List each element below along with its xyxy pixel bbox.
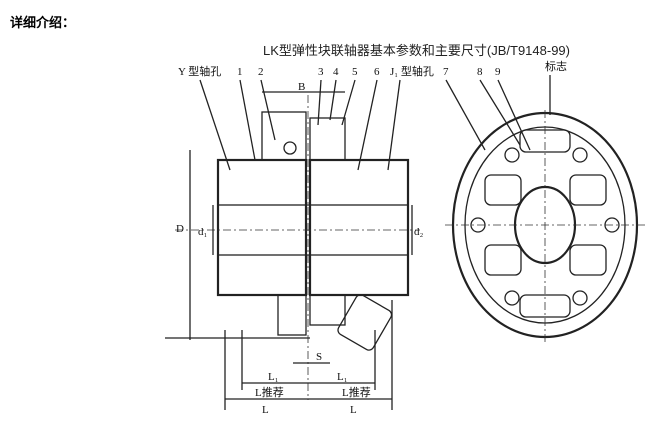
part-7: 7 [443, 66, 449, 78]
section-heading: 详细介绍： [10, 15, 76, 30]
dim-L-left: L [262, 404, 269, 416]
part-3: 3 [318, 66, 324, 78]
label-j1-bore: J₁ 型轴孔 [390, 64, 434, 78]
part-2: 2 [258, 66, 264, 78]
dim-L1-left: L₁ [268, 371, 279, 383]
part-5: 5 [352, 66, 358, 78]
label-y-bore: Y 型轴孔 [178, 64, 221, 78]
dim-S: S [316, 351, 322, 363]
part-9: 9 [495, 66, 501, 78]
dim-B: B [298, 81, 305, 93]
dim-d2: d₂ [414, 226, 424, 238]
label-mark: 标志 [545, 59, 567, 73]
dim-L1-right: L₁ [337, 371, 348, 383]
part-6: 6 [374, 66, 380, 78]
part-4: 4 [333, 66, 339, 78]
dim-D: D [176, 223, 184, 235]
dim-L-right: L [350, 404, 357, 416]
figure-title: LK型弹性块联轴器基本参数和主要尺寸(JB/T9148-99) [263, 43, 570, 58]
part-8: 8 [477, 66, 483, 78]
dim-d1: d₁ [198, 226, 208, 238]
dim-Lrec-right: L推荐 [342, 385, 371, 399]
part-1: 1 [237, 66, 243, 78]
dim-Lrec-left: L推荐 [255, 385, 284, 399]
